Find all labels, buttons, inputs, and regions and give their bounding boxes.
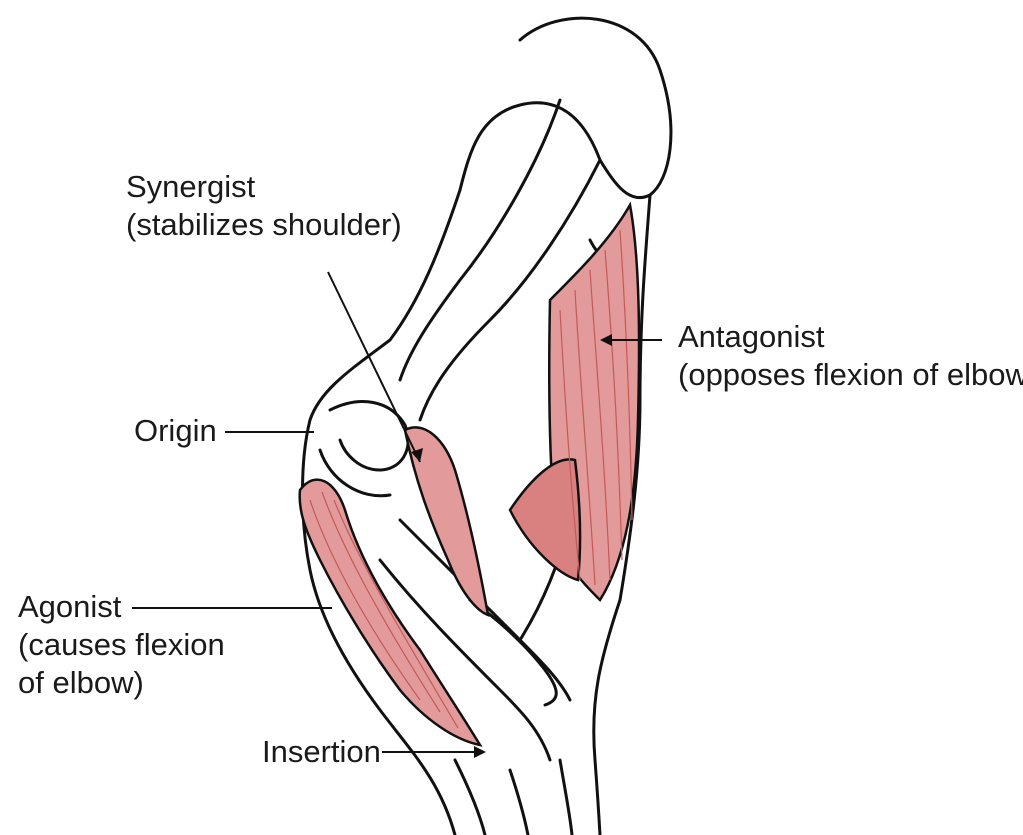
origin-label: Origin [134, 412, 217, 450]
antagonist-label: Antagonist (opposes flexion of elbow) [678, 318, 1023, 394]
agonist-label-title: Agonist [18, 588, 225, 626]
insertion-arrowhead [474, 746, 486, 758]
synergist-label-title: Synergist [126, 168, 402, 206]
agonist-label-description: (causes flexion [18, 626, 225, 664]
agonist-label-description-cont: of elbow) [18, 664, 225, 702]
synergist-label-description: (stabilizes shoulder) [126, 206, 402, 244]
antagonist-muscle-lower-shape [510, 459, 580, 580]
insertion-label: Insertion [262, 733, 381, 771]
synergist-label: Synergist (stabilizes shoulder) [126, 168, 402, 244]
antagonist-label-title: Antagonist [678, 318, 1023, 356]
antagonist-label-description: (opposes flexion of elbow) [678, 356, 1023, 394]
agonist-label: Agonist (causes flexion of elbow) [18, 588, 225, 701]
insertion-label-text: Insertion [262, 733, 381, 771]
origin-label-text: Origin [134, 412, 217, 450]
